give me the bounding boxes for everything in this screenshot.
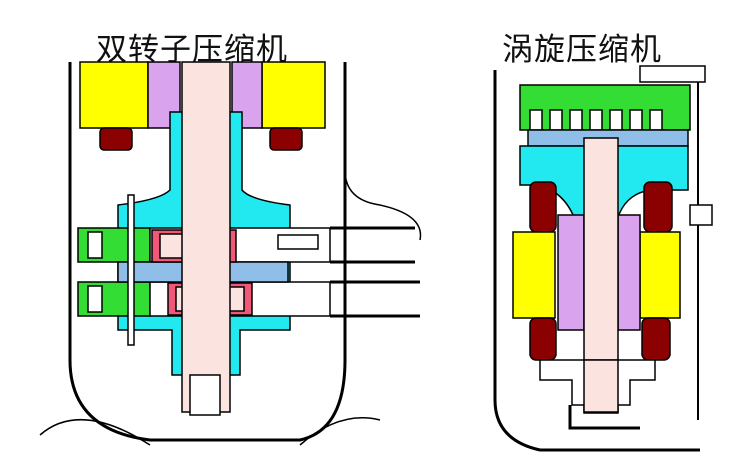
right-shaft-lower <box>583 359 619 413</box>
right-stator-r <box>639 231 681 319</box>
right-shell <box>493 70 700 452</box>
left-shaft <box>181 61 231 413</box>
right-winding-bot-r <box>641 317 671 361</box>
left-winding-r <box>269 127 303 151</box>
left-base <box>39 417 381 446</box>
left-shell <box>68 62 347 442</box>
right-rotor-l <box>557 214 585 331</box>
left-rotor-r <box>231 61 263 129</box>
right-stator-l <box>512 231 556 319</box>
left-cyl-slot2 <box>87 285 103 313</box>
left-cyl-slot1 <box>87 231 103 259</box>
right-winding-top-r <box>643 181 673 233</box>
right-winding-bot-l <box>529 317 557 361</box>
left-shaft-tip <box>189 374 221 416</box>
right-bottom-pipe <box>568 405 640 430</box>
right-side-port <box>689 204 713 226</box>
left-stator-r <box>261 61 326 129</box>
left-valve <box>277 234 319 250</box>
right-winding-top-l <box>529 181 557 233</box>
right-rotor-r <box>617 214 641 331</box>
twin-rotary-compressor-diagram <box>39 61 422 446</box>
right-scroll-wraps <box>529 109 663 131</box>
left-bolt <box>127 194 135 346</box>
right-top-port <box>639 65 706 83</box>
scroll-compressor-title: 涡旋压缩机 <box>502 32 662 68</box>
left-outer-shell <box>344 62 422 241</box>
left-winding-l <box>99 127 133 151</box>
left-suction-pipes <box>330 226 420 318</box>
scroll-compressor-diagram <box>493 65 713 452</box>
right-fixed-scroll <box>519 84 691 131</box>
left-stator-l <box>79 61 149 129</box>
